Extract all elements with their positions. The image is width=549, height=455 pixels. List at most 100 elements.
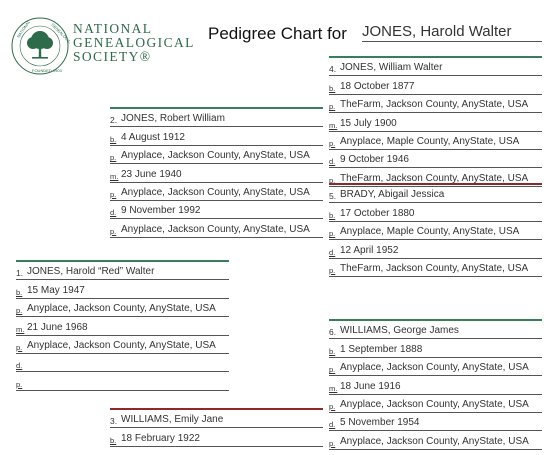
person-4: 4.JONES, William Walter b.18 October 187… [329,56,542,187]
field-value: TheFarm, Jackson County, AnyState, USA [340,172,529,184]
marriage-date-row[interactable]: m.23 June 1940 [110,164,323,183]
person-name: WILLIAMS, Emily Jane [121,414,224,426]
field-value: 9 November 1992 [121,205,201,217]
death-place-row[interactable]: p.TheFarm, Jackson County, AnyState, USA [329,259,542,277]
person-name: JONES, Harold “Red” Walter [27,266,155,278]
field-prefix: d. [16,361,23,371]
org-line-3: SOCIETY® [73,49,152,64]
field-prefix: p. [329,102,336,112]
field-prefix: p. [329,365,336,375]
death-place-row[interactable]: p.TheFarm, Jackson County, AnyState, USA [329,168,542,187]
field-prefix: p. [110,189,117,199]
death-date-row[interactable]: d. 9 November 1992 [110,201,323,220]
birth-place-row[interactable]: p. Anyplace, Jackson County, AnyState, US… [329,358,542,377]
field-value: 15 May 1947 [27,284,85,296]
death-date-row[interactable]: d.12 April 1952 [329,240,542,259]
field-value: 4 August 1912 [121,131,185,143]
birth-date-row[interactable]: b. 17 October 1880 [329,203,542,222]
field-value: Anyplace, Jackson County, AnyState, USA [340,398,529,410]
person-name: JONES, William Walter [340,62,443,74]
subject-name-field[interactable]: JONES, Harold Walter [362,23,542,42]
death-date-row[interactable]: d.5 November 1954 [329,413,542,432]
field-prefix: d. [329,157,336,167]
person-number: 2. [110,115,118,126]
person-name: BRADY, Abigail Jessica [340,189,445,201]
field-value: 17 October 1880 [340,207,415,219]
person-name-row[interactable]: 1.JONES, Harold “Red” Walter [16,262,229,281]
person-name-row[interactable]: 2.JONES, Robert William [110,109,323,128]
field-value: Anyplace, Jackson County, AnyState, USA [121,223,310,235]
field-prefix: p. [16,342,23,352]
field-value: Anyplace, Jackson County, AnyState, USA [340,435,529,447]
field-prefix: b. [329,210,336,220]
field-value: Anyplace, Jackson County, AnyState, USA [121,186,310,198]
field-value: Anyplace, Jackson County, AnyState, USA [27,303,216,315]
person-2: 2.JONES, Robert William b.4 August 1912 … [110,107,323,238]
person-name: JONES, Robert William [121,113,225,125]
person-name-row[interactable]: 6.WILLIAMS, George James [329,321,542,340]
death-place-row[interactable]: p. Anyplace, Jackson County, AnyState, US… [329,431,542,450]
person-number: 6. [329,327,337,338]
field-prefix: m. [329,383,338,393]
connector-line [16,260,229,262]
field-prefix: p. [16,379,23,389]
death-place-row[interactable]: p. [16,372,229,391]
field-value: Anyplace, Jackson County, AnyState, USA [27,339,216,351]
person-3: 3.WILLIAMS, Emily Jane b. 18 February 192… [110,408,323,447]
person-1: 1.JONES, Harold “Red” Walter b. 15 May 19… [16,260,229,391]
ngs-seal-logo: NATIONAL GENEALOGICAL FOUNDED 1903 [11,17,70,75]
field-value: 15 July 1900 [340,117,397,129]
field-prefix: p. [329,438,336,448]
field-prefix: d. [329,420,336,430]
person-name: WILLIAMS, George James [340,325,459,337]
org-name: NATIONAL GENEALOGICAL SOCIETY® [73,22,195,64]
field-prefix: p. [329,138,336,148]
birth-date-row[interactable]: b.18 October 1877 [329,76,542,95]
field-prefix: m. [329,120,338,130]
marriage-date-row[interactable]: m.18 June 1916 [329,376,542,395]
birth-date-row[interactable]: b. 15 May 1947 [16,280,229,299]
marriage-place-row[interactable]: p. Anyplace, Jackson County, AnyState, US… [16,336,229,354]
birth-date-row[interactable]: b. 18 February 1922 [110,428,323,447]
marriage-place-row[interactable]: p. Anyplace, Jackson County, AnyState, US… [110,183,323,201]
field-prefix: p. [16,306,23,316]
org-line-1: NATIONAL [73,21,153,36]
marriage-place-row[interactable]: p.Anyplace, Jackson County, AnyState, US… [329,395,542,413]
field-value: 9 October 1946 [340,154,409,166]
birth-place-row[interactable]: p.Anyplace, Maple County, AnyState, USA [329,222,542,241]
person-6: 6.WILLIAMS, George James b.1 September 1… [329,319,542,450]
field-prefix: p. [110,226,117,236]
death-date-row[interactable]: d. 9 October 1946 [329,150,542,169]
birth-place-row[interactable]: p. Anyplace, Jackson County, AnyState, US… [110,146,323,165]
field-value: 1 September 1888 [340,343,423,355]
birth-place-row[interactable]: p. Anyplace, Jackson County, AnyState, US… [16,299,229,318]
person-number: 3. [110,416,118,427]
person-name-row[interactable]: 5.BRADY, Abigail Jessica [329,185,542,204]
marriage-place-row[interactable]: p. Anyplace, Maple County, AnyState, USA [329,132,542,150]
death-date-row[interactable]: d. [16,354,229,373]
field-value: 12 April 1952 [340,244,399,256]
field-prefix: b. [16,287,23,297]
birth-place-row[interactable]: p.TheFarm, Jackson County, AnyState, USA [329,95,542,114]
field-value: Anyplace, Jackson County, AnyState, USA [340,362,529,374]
connector-line [329,319,542,321]
field-prefix: b. [110,134,117,144]
birth-date-row[interactable]: b. 4 August 1912 [110,127,323,146]
marriage-date-row[interactable]: m.21 June 1968 [16,317,229,336]
person-name-row[interactable]: 3.WILLIAMS, Emily Jane [110,410,323,429]
death-place-row[interactable]: p. Anyplace, Jackson County, AnyState, US… [110,219,323,238]
field-value: 18 October 1877 [340,80,415,92]
field-prefix: p. [110,153,117,163]
field-value: Anyplace, Maple County, AnyState, USA [340,135,520,147]
field-value: 18 February 1922 [121,432,200,444]
person-number: 4. [329,64,337,75]
field-value: Anyplace, Jackson County, AnyState, USA [121,150,310,162]
person-number: 1. [16,268,24,279]
person-5: 5.BRADY, Abigail Jessica b. 17 October 18… [329,183,542,277]
birth-date-row[interactable]: b.1 September 1888 [329,339,542,358]
field-prefix: b. [110,435,117,445]
marriage-date-row[interactable]: m.15 July 1900 [329,113,542,132]
person-name-row[interactable]: 4.JONES, William Walter [329,58,542,77]
field-prefix: p. [329,265,336,275]
field-prefix: d. [110,208,117,218]
